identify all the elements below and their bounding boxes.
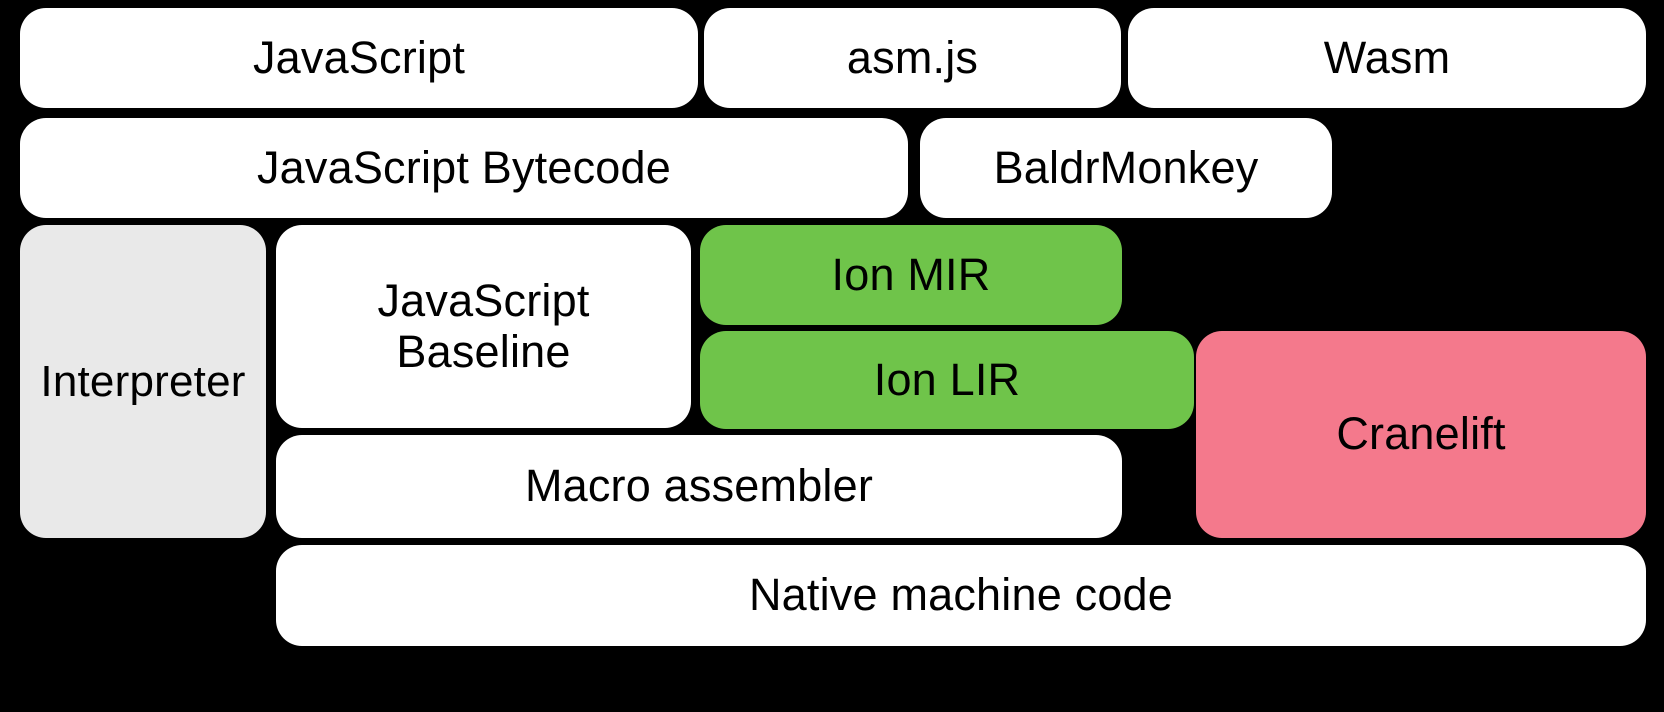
node-wasm[interactable]: Wasm: [1128, 8, 1646, 108]
node-macro-assembler[interactable]: Macro assembler: [276, 435, 1122, 538]
node-javascript-baseline[interactable]: JavaScript Baseline: [276, 225, 691, 428]
node-javascript[interactable]: JavaScript: [20, 8, 698, 108]
node-asm-js[interactable]: asm.js: [704, 8, 1121, 108]
node-baldrmonkey[interactable]: BaldrMonkey: [920, 118, 1332, 218]
node-native-machine-code[interactable]: Native machine code: [276, 545, 1646, 646]
node-ion-lir[interactable]: Ion LIR: [700, 331, 1194, 429]
node-javascript-bytecode[interactable]: JavaScript Bytecode: [20, 118, 908, 218]
node-ion-mir[interactable]: Ion MIR: [700, 225, 1122, 325]
node-cranelift[interactable]: Cranelift: [1196, 331, 1646, 538]
node-interpreter[interactable]: Interpreter: [20, 225, 266, 538]
